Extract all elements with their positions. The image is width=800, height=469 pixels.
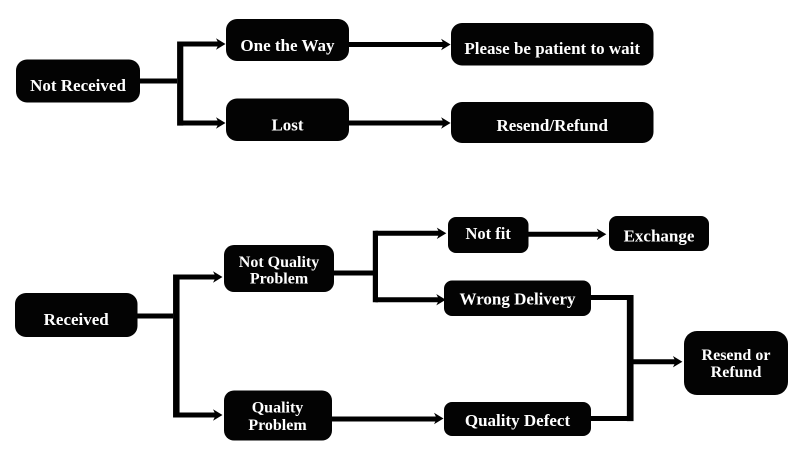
svg-text:Wrong Delivery: Wrong Delivery	[460, 290, 576, 309]
svg-text:Resend/Refund: Resend/Refund	[496, 116, 608, 135]
svg-text:Resend or: Resend or	[702, 347, 771, 364]
svg-text:Refund: Refund	[711, 364, 762, 381]
svg-text:Quality Defect: Quality Defect	[465, 411, 571, 430]
svg-text:Lost: Lost	[271, 116, 303, 135]
svg-text:One the Way: One the Way	[240, 36, 335, 55]
svg-text:Not fit: Not fit	[466, 224, 512, 243]
svg-text:Not Received: Not Received	[30, 76, 126, 95]
svg-text:Please be patient to wait: Please be patient to wait	[464, 39, 640, 58]
svg-text:Quality: Quality	[252, 400, 304, 417]
svg-text:Problem: Problem	[250, 271, 309, 288]
svg-text:Problem: Problem	[248, 417, 307, 434]
svg-text:Exchange: Exchange	[624, 226, 695, 245]
svg-text:Received: Received	[44, 310, 110, 329]
svg-text:Not Quality: Not Quality	[239, 254, 319, 271]
